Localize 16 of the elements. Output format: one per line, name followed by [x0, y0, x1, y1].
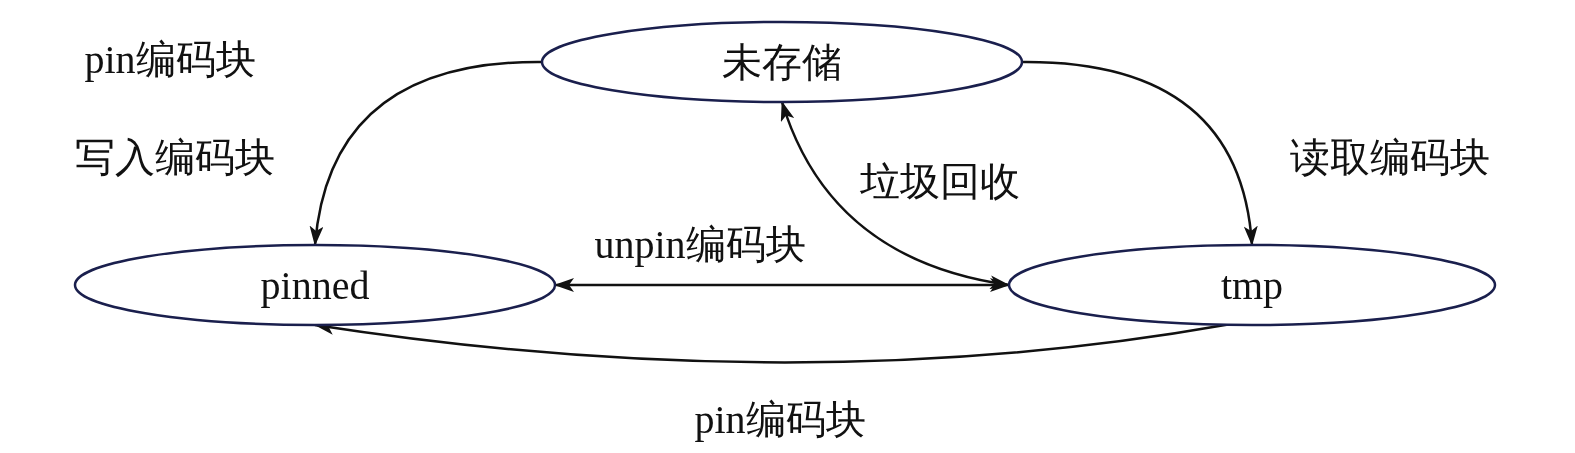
arrow [780, 101, 1010, 289]
edge-label: pin编码块 [692, 398, 868, 442]
state-label: 未存储 [721, 38, 843, 87]
state-ellipse [540, 20, 1024, 104]
state-ellipse [73, 243, 557, 327]
arrow [310, 60, 543, 246]
edge-label: unpin编码块 [592, 223, 808, 267]
note-label: pin编码块 [82, 38, 258, 82]
arrow [554, 278, 1010, 292]
arrow [1021, 60, 1257, 246]
edge-label: 写入编码块 [73, 136, 277, 180]
edge-label: 垃圾回收 [858, 160, 1022, 204]
state-label: tmp [1219, 261, 1285, 309]
edge-label: 读取编码块 [1288, 136, 1492, 180]
state-ellipse [1007, 243, 1497, 327]
state-label: pinned [259, 261, 371, 309]
